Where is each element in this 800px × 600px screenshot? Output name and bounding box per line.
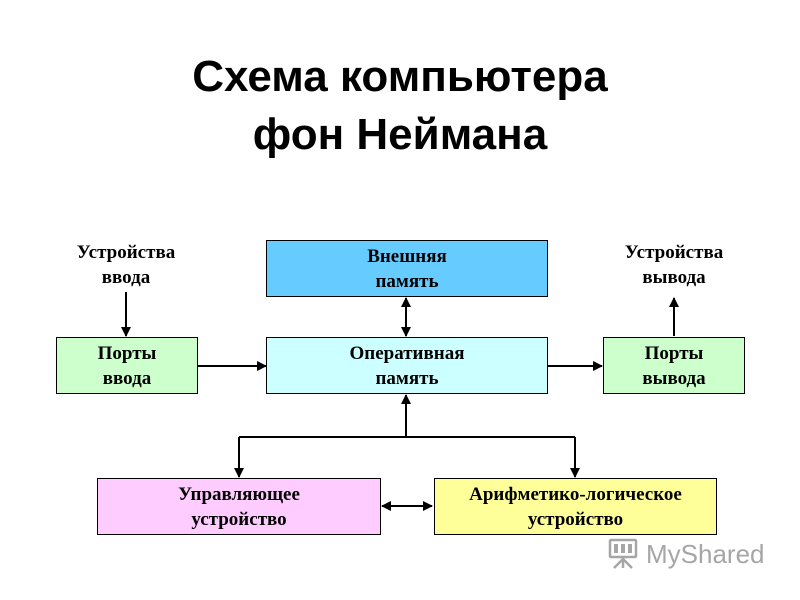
myshared-watermark: MyShared bbox=[606, 537, 765, 571]
control-unit-line-2: устройство bbox=[191, 508, 287, 530]
input-ports-box: Порты ввода bbox=[56, 337, 198, 394]
input-devices-label: Устройства ввода bbox=[56, 240, 196, 290]
ram-line-1: Оперативная bbox=[349, 342, 465, 364]
input-ports-line-1: Порты bbox=[97, 342, 157, 364]
external-memory-line-1: Внешняя bbox=[367, 245, 447, 267]
control-unit-box: Управляющее устройство bbox=[97, 478, 381, 535]
input-ports-line-2: ввода bbox=[102, 367, 152, 389]
external-memory-line-2: память bbox=[375, 270, 439, 292]
output-ports-line-1: Порты bbox=[644, 342, 704, 364]
input-devices-line-2: ввода bbox=[101, 267, 151, 288]
alu-line-1: Арифметико-логическое bbox=[469, 483, 682, 505]
alu-box: Арифметико-логическое устройство bbox=[434, 478, 717, 535]
watermark-text: MyShared bbox=[646, 538, 765, 569]
diagram-title: Схема компьютера фон Неймана bbox=[0, 48, 800, 164]
output-devices-label: Устройства вывода bbox=[604, 240, 744, 290]
control-unit-line-1: Управляющее bbox=[178, 483, 300, 505]
output-ports-line-2: вывода bbox=[642, 367, 706, 389]
presentation-board-icon bbox=[608, 538, 638, 569]
ram-box: Оперативная память bbox=[266, 337, 548, 394]
external-memory-box: Внешняя память bbox=[266, 240, 548, 297]
ram-line-2: память bbox=[375, 367, 439, 389]
output-devices-line-2: вывода bbox=[642, 267, 706, 288]
title-line-1: Схема компьютера bbox=[192, 52, 608, 101]
input-devices-line-1: Устройства bbox=[76, 242, 176, 263]
title-line-2: фон Неймана bbox=[252, 110, 548, 159]
alu-line-2: устройство bbox=[527, 508, 624, 530]
output-ports-box: Порты вывода bbox=[603, 337, 745, 394]
output-devices-line-1: Устройства bbox=[624, 242, 724, 263]
